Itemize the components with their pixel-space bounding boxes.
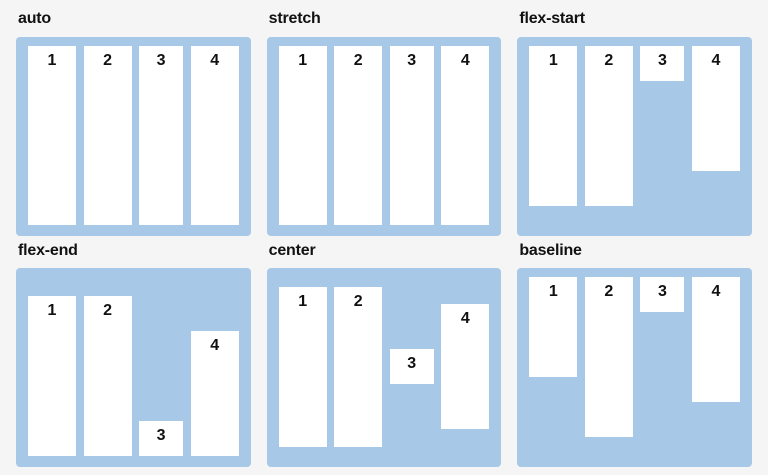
flex-item: 4 [691,45,740,171]
flex-item: 3 [640,45,685,81]
flex-item: 2 [334,286,383,447]
flex-item: 4 [190,45,239,225]
demo-title: auto [18,10,51,27]
demo-title: stretch [268,10,321,27]
flex-item: 2 [83,45,132,225]
demo-title: baseline [519,241,582,259]
flex-item: 1 [28,45,76,225]
flex-item: 1 [278,286,327,447]
flex-item: 4 [441,45,490,225]
demo-title: center [268,241,316,259]
flex-item: 4 [691,277,740,403]
flex-item: 1 [529,45,578,206]
flex-item: 2 [334,45,383,225]
flex-item: 3 [640,277,685,313]
flex-item: 1 [529,277,578,378]
demo-title: flex-end [18,241,78,259]
flex-item: 3 [389,45,434,225]
flex-item: 3 [389,349,434,385]
flex-item: 2 [584,45,633,206]
flex-item: 1 [278,45,327,225]
flex-item: 3 [139,421,184,456]
flex-item: 2 [584,277,633,438]
flex-item: 3 [139,45,184,225]
flex-item: 2 [83,296,132,456]
flex-item: 4 [441,304,490,430]
flex-item: 4 [190,331,239,456]
demo-title: flex-start [519,10,585,27]
flex-item: 1 [28,296,76,456]
